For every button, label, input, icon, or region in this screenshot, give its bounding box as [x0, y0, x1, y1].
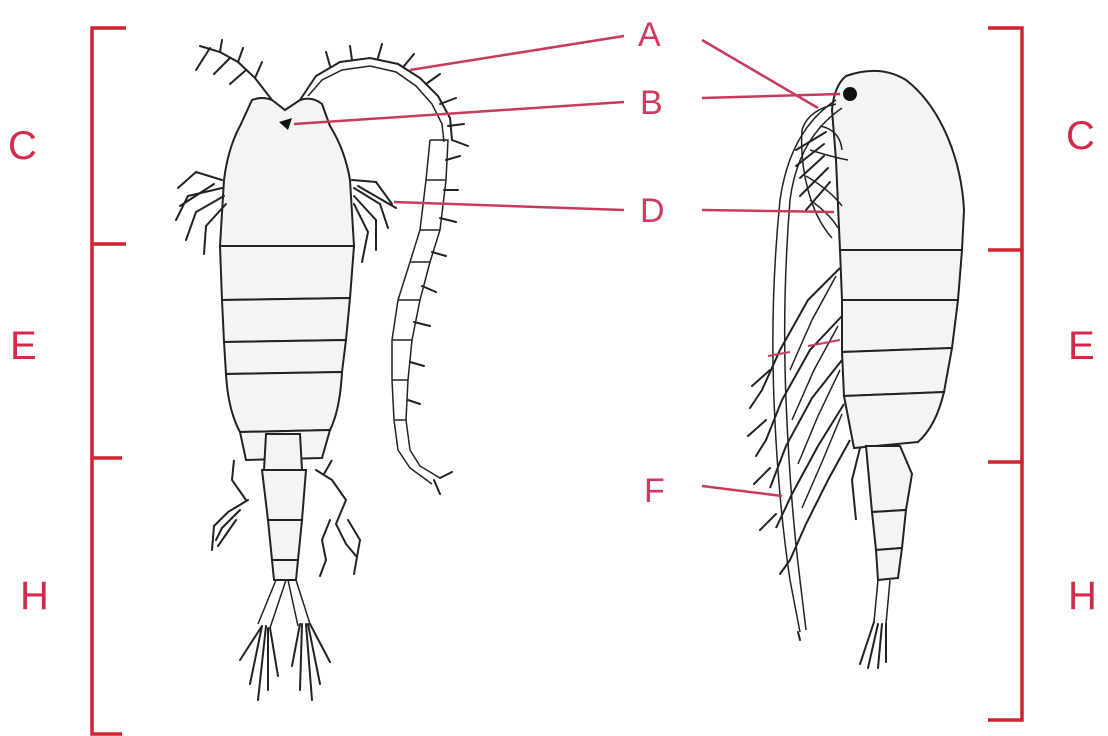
- label-f: F: [644, 474, 665, 508]
- label-c-right: C: [1066, 116, 1095, 156]
- leader-d-left: [394, 202, 624, 210]
- lateral-eye: [843, 87, 857, 101]
- left-bracket-h: [92, 458, 122, 734]
- right-bracket-c: [988, 28, 1022, 250]
- dorsal-view-copepod: [176, 40, 468, 700]
- leader-a-left: [410, 36, 624, 70]
- left-brackets: [92, 28, 126, 734]
- label-c-left: C: [8, 126, 37, 166]
- leader-b-right: [702, 94, 840, 98]
- left-bracket-e: [92, 244, 122, 458]
- label-a: A: [638, 18, 661, 52]
- left-bracket-c: [92, 28, 126, 244]
- label-e-left: E: [10, 326, 37, 366]
- label-h-right: H: [1068, 576, 1097, 616]
- right-brackets: [988, 28, 1022, 720]
- leader-b-left: [294, 102, 624, 124]
- right-bracket-e: [988, 250, 1022, 462]
- label-e-right: E: [1068, 326, 1095, 366]
- label-d: D: [640, 194, 665, 228]
- right-bracket-h: [988, 462, 1022, 720]
- lateral-view-copepod: [748, 71, 964, 668]
- label-h-left: H: [20, 576, 49, 616]
- label-b: B: [640, 86, 663, 120]
